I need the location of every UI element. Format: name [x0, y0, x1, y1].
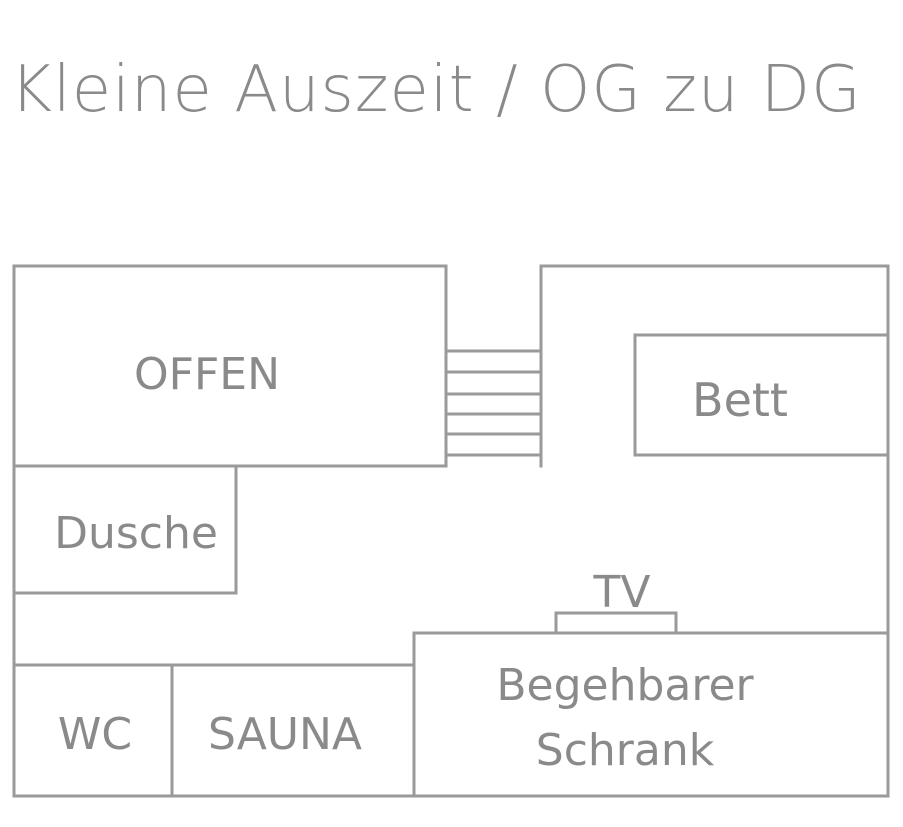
room-dusche-outline — [12, 464, 238, 595]
room-label-bett: Bett — [692, 373, 788, 427]
room-schrank-outline — [412, 631, 890, 798]
plan-title: Kleine Auszeit / OG zu DG — [10, 53, 862, 127]
room-label-sauna: SAUNA — [208, 709, 362, 760]
room-label-dusche: Dusche — [54, 508, 218, 559]
staircase — [446, 349, 542, 457]
room-label-schrank-line1: Begehbarer — [496, 660, 754, 711]
room-label-offen: OFFEN — [134, 349, 280, 400]
room-label-schrank-line2: Schrank — [536, 725, 715, 776]
tv-label: TV — [593, 567, 651, 618]
outer-walls — [12, 264, 890, 798]
wall-left-section — [12, 264, 890, 798]
room-offen-outline — [12, 264, 448, 468]
bed-outline — [633, 333, 890, 457]
room-label-wc: WC — [58, 709, 132, 760]
tv-outline — [554, 611, 678, 635]
